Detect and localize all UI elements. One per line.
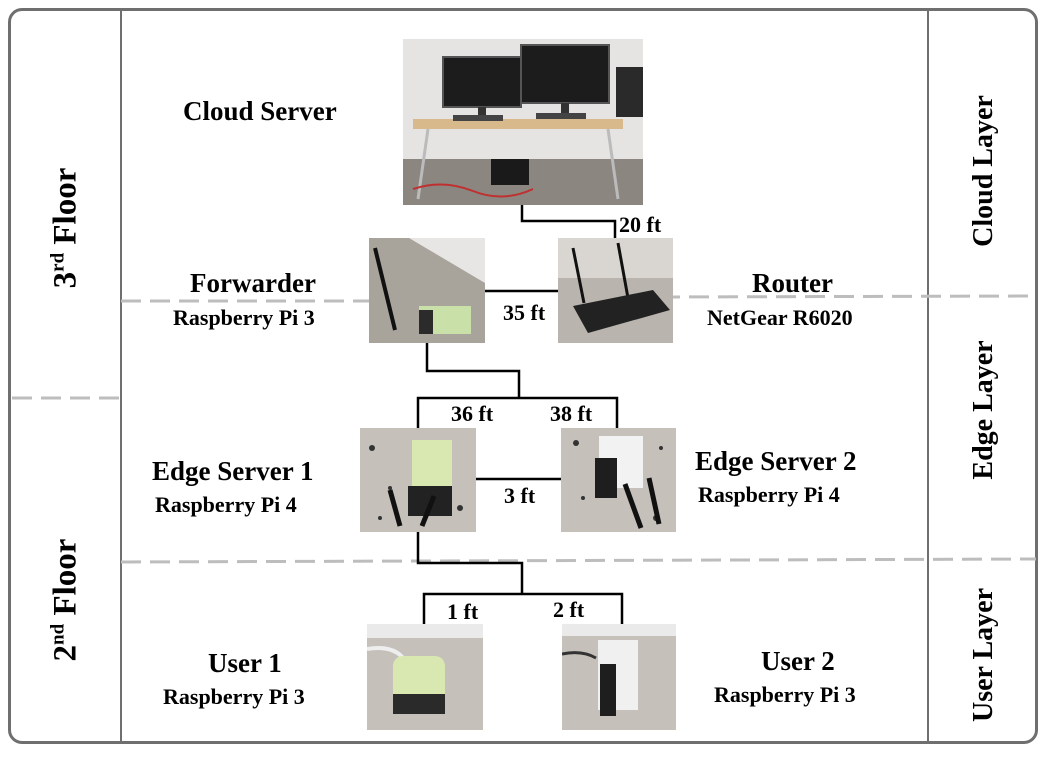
edge-server-2-photo [561,428,676,532]
edge-server-1-title: Edge Server 1 [152,456,314,486]
user-2-photo [562,624,676,730]
distance-cloud-router: 20 ft [619,212,662,237]
user-1-title: User 1 [208,648,282,678]
user-2-title: User 2 [761,646,835,676]
distance-edge1-user2: 2 ft [553,597,585,622]
edge-server-1-photo [360,428,476,532]
forwarder-trunk-link [425,343,521,398]
third-floor-label: 3rd Floor [47,167,84,289]
edge1-trunk-link [416,532,524,594]
router-subtitle: NetGear R6020 [707,305,853,330]
edge-server-1-subtitle: Raspberry Pi 4 [155,492,297,517]
forwarder-subtitle: Raspberry Pi 3 [173,305,315,330]
second-floor-label: 2nd Floor [47,538,84,662]
router-title: Router [752,268,833,298]
cloud-server-title: Cloud Server [183,96,337,126]
diagram-frame [8,8,1038,744]
edge-layer-label: Edge Layer [968,340,999,480]
edge-server-2-title: Edge Server 2 [695,446,857,476]
forwarder-edge-bracket [416,396,619,428]
user-1-subtitle: Raspberry Pi 3 [163,684,305,709]
cloud-edge-divider-right [659,294,1037,299]
distance-forwarder-edge2: 38 ft [550,401,593,426]
router-photo [558,238,673,343]
user-layer-label: User Layer [968,588,999,722]
distance-edge1-user1: 1 ft [447,599,479,624]
edge-user-divider [120,557,1037,564]
cloud-layer-label: Cloud Layer [968,95,999,247]
forwarder-title: Forwarder [190,268,316,298]
distance-edge1-edge2: 3 ft [504,483,536,508]
forwarder-photo [369,238,485,343]
cloud-server-photo [403,39,643,205]
cloud-router-link [520,205,617,238]
user-1-photo [367,624,483,730]
distance-forwarder-edge1: 36 ft [451,401,494,426]
distance-forwarder-router: 35 ft [503,300,546,325]
user-bracket [422,592,624,624]
user-2-subtitle: Raspberry Pi 3 [714,682,856,707]
edge-server-2-subtitle: Raspberry Pi 4 [698,482,840,507]
